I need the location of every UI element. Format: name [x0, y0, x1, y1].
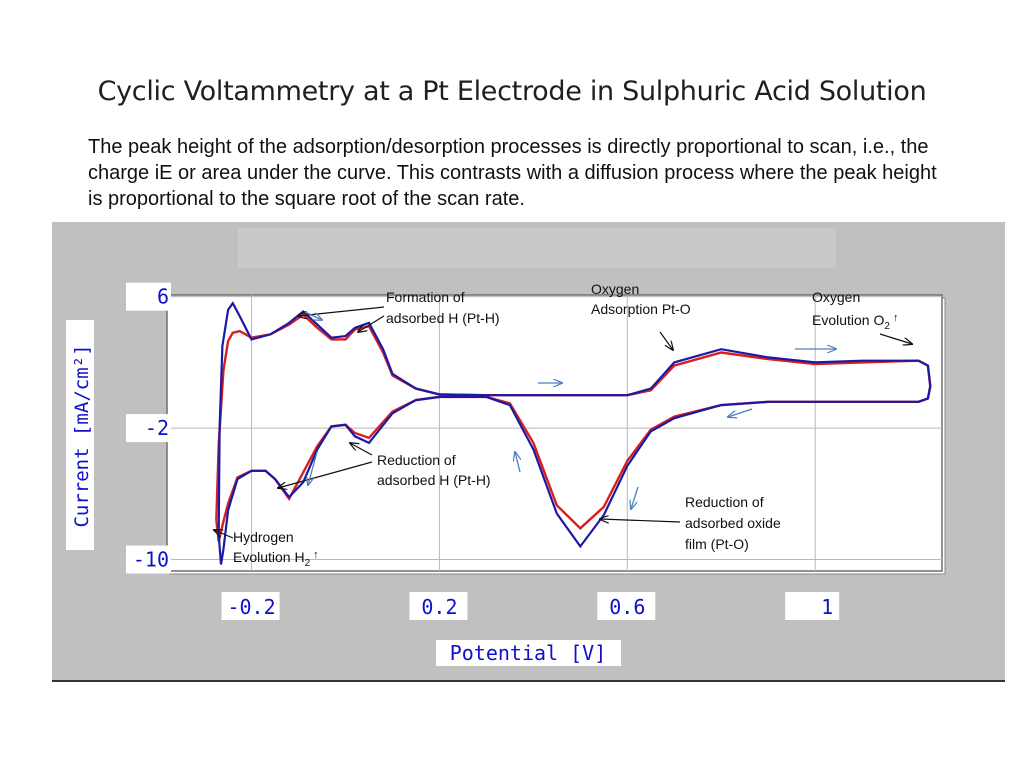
annotation-formation-pt-h: Formation of adsorbed H (Pt-H) [386, 289, 500, 326]
annotation-arrow-reduction-pt-h [278, 461, 373, 488]
scan-arrow-4 [728, 408, 753, 417]
y-axis-label: Current [mA/cm²] [71, 344, 93, 527]
annotation-oxygen-evolution: Oxygen Evolution O2↑ [812, 289, 898, 332]
x-tick-label: 0.2 [421, 595, 457, 619]
grid-lines [167, 295, 942, 571]
y-tick-box [126, 282, 171, 311]
slide-body-text: The peak height of the adsorption/desorp… [88, 136, 937, 210]
x-tick-box [409, 592, 468, 620]
x-tick-label: 0.6 [609, 595, 645, 619]
annotation-arrow-hydrogen-evolution [214, 530, 234, 539]
annotation-reduction-oxide: Reduction of adsorbed oxide film (Pt-O) [685, 494, 785, 552]
annotation-arrow-oxygen-evolution [879, 333, 912, 344]
y-tick-box [126, 414, 171, 443]
scan-arrow-6 [515, 452, 520, 473]
x-tick-box [221, 592, 280, 620]
axis-ticks: -0.2 0.2 0.6 1 6 -2 -10 [126, 282, 840, 620]
y-tick-box [126, 545, 171, 574]
x-tick-box [597, 592, 656, 620]
scan-arrow-1 [304, 311, 322, 320]
x-axis-label-box [436, 640, 621, 666]
plot-area [166, 294, 943, 572]
annotation-arrow-formation-2 [358, 315, 385, 332]
annotation-arrow-reduction-oxide [600, 519, 681, 522]
x-axis-label: Potential [V] [450, 641, 607, 665]
x-tick-label: -0.2 [227, 595, 275, 619]
annotation-oxygen-adsorption: Oxygen Adsorption Pt-O [591, 281, 691, 317]
y-tick-label: 6 [157, 285, 169, 309]
series-line-blue [217, 301, 932, 565]
y-tick-label: -2 [145, 416, 169, 440]
y-axis-label-box [66, 320, 94, 550]
series-layer [215, 301, 932, 565]
slide-title: Cyclic Voltammetry at a Pt Electrode in … [97, 76, 927, 107]
annotation-hydrogen-evolution: Hydrogen Evolution H2↑ [233, 529, 319, 569]
x-tick-box [785, 592, 840, 620]
scan-arrow-7 [308, 451, 318, 485]
annotation-arrow-oxygen-adsorption [659, 331, 673, 350]
y-tick-label: -10 [133, 548, 169, 572]
x-tick-label: 1 [821, 595, 833, 619]
scan-arrow-5 [631, 486, 639, 509]
annotation-arrow-reduction-pt-h-2 [350, 443, 373, 456]
scan-direction-arrows [304, 311, 836, 509]
annotation-reduction-pt-h: Reduction of adsorbed H (Pt-H) [377, 452, 491, 488]
panel-top-band [238, 228, 836, 268]
